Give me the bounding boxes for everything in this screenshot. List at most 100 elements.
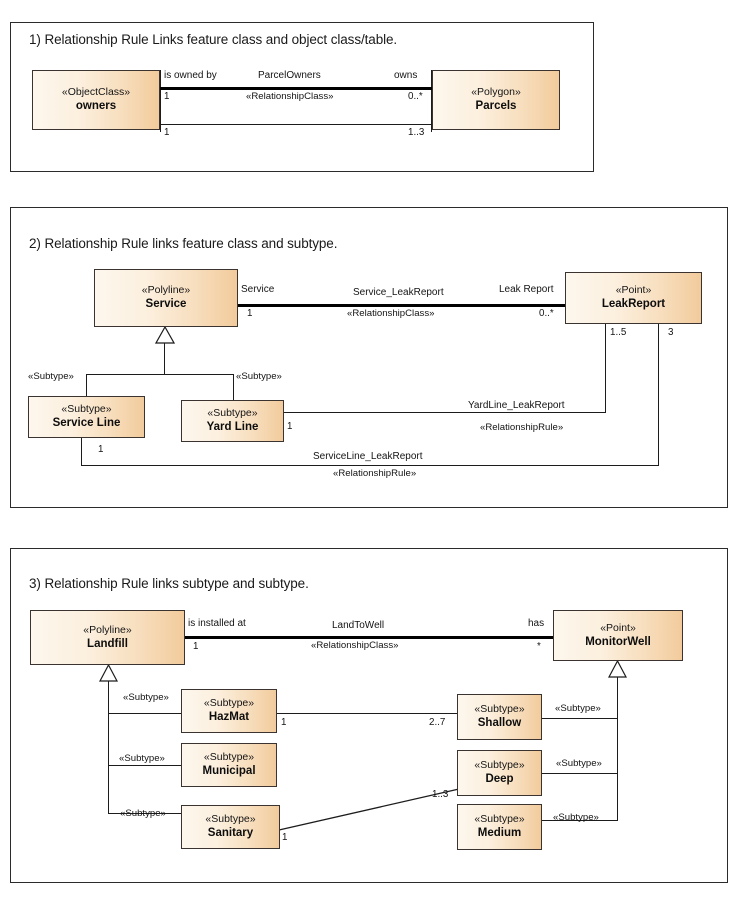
rule-drop-serviceline-right xyxy=(658,324,659,465)
rule-target-multiplicity-serviceline: 3 xyxy=(668,327,674,338)
association-line-owners-parcels-rule xyxy=(160,124,432,125)
class-box-service-line[interactable]: «Subtype» Service Line xyxy=(28,396,145,438)
association-source-role: is owned by xyxy=(164,70,217,81)
panel-2 xyxy=(10,207,728,508)
generalization-branch-municipal xyxy=(108,765,181,766)
association-target-multiplicity: 0..* xyxy=(408,91,423,102)
class-name: LeakReport xyxy=(601,298,666,311)
class-stereotype: «Subtype» xyxy=(474,813,525,826)
generalization-branch-medium xyxy=(542,820,618,821)
subtype-label-shallow: «Subtype» xyxy=(555,703,601,714)
rule-stereotype-yardline: «RelationshipRule» xyxy=(480,422,564,433)
rule-source-multiplicity-hazmat: 1 xyxy=(281,717,287,728)
generalization-branch-hazmat xyxy=(108,713,181,714)
rule-drop-serviceline-left xyxy=(81,438,82,465)
association-stereotype: «RelationshipClass» xyxy=(246,91,334,102)
class-stereotype: «Polyline» xyxy=(83,623,132,636)
class-stereotype: «Subtype» xyxy=(203,751,255,764)
class-box-hazmat[interactable]: «Subtype» HazMat xyxy=(181,689,277,733)
class-name: HazMat xyxy=(208,711,250,724)
rule-stereotype-serviceline: «RelationshipRule» xyxy=(333,468,417,479)
class-stereotype: «Subtype» xyxy=(203,697,255,710)
rule-line-sanitary-deep xyxy=(278,788,460,831)
association-target-role: Leak Report xyxy=(499,284,554,295)
association-name: LandToWell xyxy=(332,620,385,631)
class-name: Parcels xyxy=(475,100,517,113)
subtype-label-deep: «Subtype» xyxy=(556,758,602,769)
rule-target-multiplicity-deep: 1..3 xyxy=(432,789,449,800)
rule-source-multiplicity-yardline: 1 xyxy=(287,421,293,432)
class-box-parcels[interactable]: «Polygon» Parcels xyxy=(432,70,560,130)
class-name: Service Line xyxy=(52,417,121,430)
rule-line-yardline-leakreport xyxy=(284,412,606,413)
association-target-multiplicity: * xyxy=(537,641,541,652)
panel-3-title: 3) Relationship Rule links subtype and s… xyxy=(29,576,309,591)
generalization-triangle-landfill xyxy=(99,665,118,682)
generalization-trunk-service xyxy=(164,343,165,374)
association-source-role: is installed at xyxy=(188,618,246,629)
association-source-multiplicity: 1 xyxy=(247,308,253,319)
class-name: Deep xyxy=(485,773,514,786)
class-stereotype: «Polyline» xyxy=(141,284,191,297)
class-box-landfill[interactable]: «Polyline» Landfill xyxy=(30,610,185,665)
class-stereotype: «Subtype» xyxy=(205,813,256,826)
class-stereotype: «Point» xyxy=(600,621,636,634)
panel-1-title: 1) Relationship Rule Links feature class… xyxy=(29,32,398,47)
association-line-service-leakreport xyxy=(238,304,565,307)
class-box-leakreport[interactable]: «Point» LeakReport xyxy=(565,272,702,324)
subtype-label-hazmat: «Subtype» xyxy=(123,692,169,703)
class-stereotype: «Point» xyxy=(615,284,652,297)
association-name: ParcelOwners xyxy=(258,70,321,81)
class-box-shallow[interactable]: «Subtype» Shallow xyxy=(457,694,542,740)
subtype-label-municipal: «Subtype» xyxy=(119,753,165,764)
generalization-branch-shallow xyxy=(542,718,618,719)
panel-3 xyxy=(10,548,728,883)
generalization-bar-service xyxy=(86,374,234,375)
class-box-owners[interactable]: «ObjectClass» owners xyxy=(32,70,160,130)
class-box-monitorwell[interactable]: «Point» MonitorWell xyxy=(553,610,683,661)
rule-name-serviceline: ServiceLine_LeakReport xyxy=(313,451,423,462)
connector-vertical-left xyxy=(160,70,162,132)
class-box-service[interactable]: «Polyline» Service xyxy=(94,269,238,327)
class-box-sanitary[interactable]: «Subtype» Sanitary xyxy=(181,805,280,849)
class-stereotype: «Subtype» xyxy=(207,407,258,420)
class-stereotype: «Subtype» xyxy=(61,403,112,416)
class-box-yard-line[interactable]: «Subtype» Yard Line xyxy=(181,400,284,442)
association-source-role: Service xyxy=(241,284,275,295)
subtype-label-sanitary: «Subtype» xyxy=(120,808,166,819)
class-box-municipal[interactable]: «Subtype» Municipal xyxy=(181,743,277,787)
class-name: Shallow xyxy=(477,717,522,730)
association-stereotype: «RelationshipClass» xyxy=(311,640,399,651)
association-target-multiplicity: 0..* xyxy=(539,308,554,319)
connector-vertical-right xyxy=(431,70,433,132)
class-name: owners xyxy=(75,100,117,113)
association-source-multiplicity: 1 xyxy=(193,641,199,652)
class-name: Landfill xyxy=(87,637,128,650)
class-box-deep[interactable]: «Subtype» Deep xyxy=(457,750,542,796)
subtype-label-medium: «Subtype» xyxy=(553,812,599,823)
rule-name-yardline: YardLine_LeakReport xyxy=(468,400,565,411)
class-stereotype: «Subtype» xyxy=(474,759,525,772)
association-line-land-to-well xyxy=(185,636,553,639)
association-stereotype: «RelationshipClass» xyxy=(347,308,435,319)
class-stereotype: «Polygon» xyxy=(471,86,521,99)
rule-source-multiplicity: 1 xyxy=(164,127,170,138)
rule-source-multiplicity-sanitary: 1 xyxy=(282,832,288,843)
generalization-branch-deep xyxy=(542,773,618,774)
subtype-label-yard-line: «Subtype» xyxy=(236,371,282,382)
association-target-role: owns xyxy=(394,70,418,81)
class-name: Yard Line xyxy=(206,421,259,434)
rule-line-hazmat-shallow xyxy=(277,713,457,714)
generalization-trunk-monitorwell xyxy=(617,677,618,820)
generalization-branch-sanitary xyxy=(108,813,181,814)
class-name: Service xyxy=(145,298,187,311)
rule-line-serviceline-leakreport xyxy=(81,465,659,466)
class-box-medium[interactable]: «Subtype» Medium xyxy=(457,804,542,850)
generalization-trunk-landfill xyxy=(108,681,109,813)
rule-drop-yardline-leakreport xyxy=(605,324,606,412)
rule-target-multiplicity-shallow: 2..7 xyxy=(429,717,446,728)
subtype-label-service-line: «Subtype» xyxy=(28,371,74,382)
panel-2-title: 2) Relationship Rule links feature class… xyxy=(29,236,338,251)
class-name: Medium xyxy=(477,827,522,840)
class-name: Sanitary xyxy=(207,827,254,840)
